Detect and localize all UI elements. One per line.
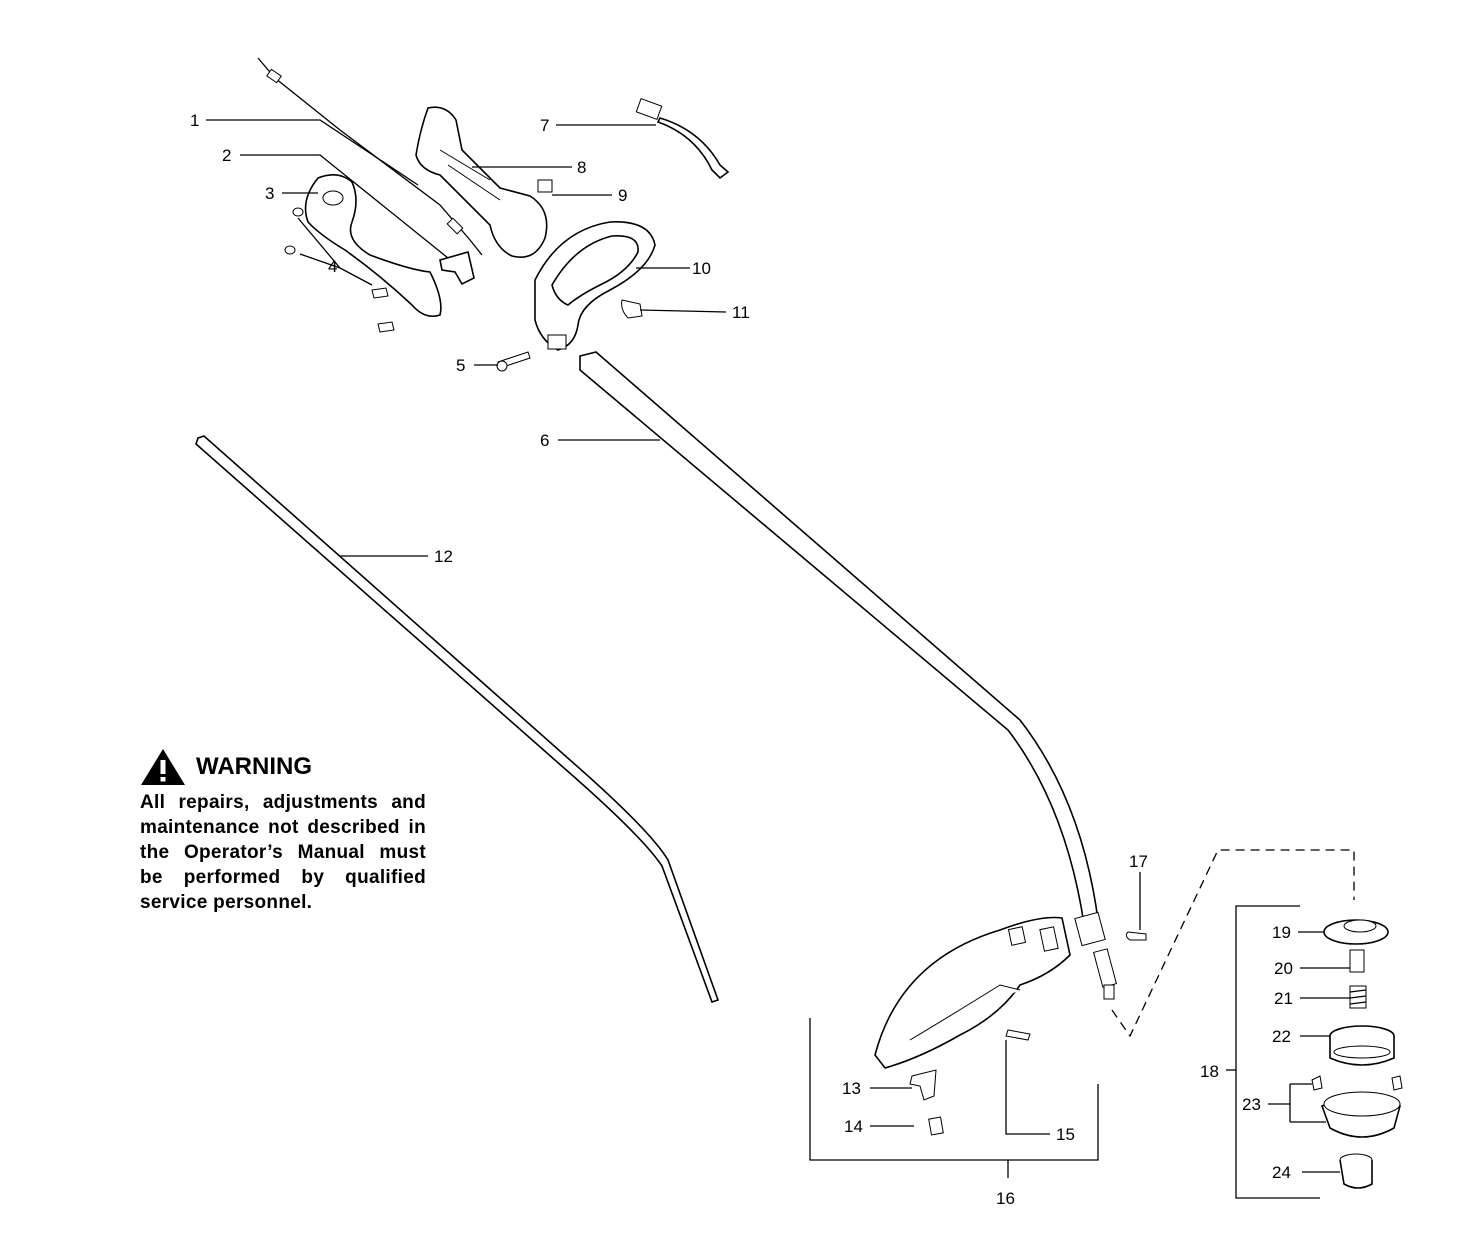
part-20-shaft: [1349, 949, 1365, 973]
part-10-loop-handle: [534, 221, 656, 351]
part-13-blade: [909, 1069, 937, 1101]
callout-21: 21: [1274, 989, 1293, 1008]
bracket-16: [809, 1018, 1099, 1178]
warning-box: WARNING All repairs, adjustments and mai…: [140, 748, 426, 915]
callout-23: 23: [1242, 1095, 1261, 1114]
callout-2: 2: [222, 146, 231, 165]
part-1-throttle-cable: [257, 57, 483, 256]
callout-11: 11: [732, 303, 750, 322]
part-4-screws: [284, 207, 395, 333]
warning-title: WARNING: [196, 753, 312, 780]
part-6-shaft-tube: [579, 351, 1118, 1000]
part-14-clip: [928, 1116, 944, 1136]
part-22-spool: [1329, 1025, 1395, 1066]
callout-13: 13: [842, 1079, 861, 1098]
callout-16: 16: [996, 1189, 1015, 1208]
part-7-wire: [635, 98, 730, 180]
part-15-screw: [1005, 1029, 1031, 1041]
callout-14: 14: [844, 1117, 863, 1136]
part-12-drive-shaft: [195, 435, 720, 1004]
callout-1: 1: [190, 111, 199, 130]
callout-5: 5: [456, 356, 465, 375]
part-8-handle-housing: [415, 106, 548, 258]
part-23-housing: [1311, 1075, 1403, 1138]
callout-10: 10: [692, 259, 711, 278]
callout-6: 6: [540, 431, 549, 450]
callout-15: 15: [1056, 1125, 1075, 1144]
callout-20: 20: [1274, 959, 1293, 978]
callout-4: 4: [328, 257, 337, 276]
callout-18: 18: [1200, 1062, 1219, 1081]
part-11-knob: [621, 299, 643, 319]
part-24-bump-knob: [1339, 1153, 1373, 1189]
callout-7: 7: [540, 116, 549, 135]
leader-lines: [206, 119, 1350, 1173]
callout-numbers: 1 2 3 4 5 6 7 8 9 10 11 12 13 14 15 16 1…: [190, 111, 1293, 1208]
bracket-18: [1226, 905, 1320, 1199]
warning-heading: WARNING: [140, 748, 426, 786]
callout-9: 9: [618, 186, 627, 205]
part-19-cap: [1323, 919, 1389, 945]
callout-22: 22: [1272, 1027, 1291, 1046]
part-5-bolt: [496, 351, 531, 372]
warning-text: All repairs, adjustments and maintenance…: [140, 792, 426, 913]
callout-8: 8: [577, 158, 586, 177]
part-17-wing-screw: [1125, 931, 1147, 941]
assembly-dashed-connector: [1111, 849, 1355, 1038]
part-21-spring: [1349, 985, 1367, 1009]
callout-3: 3: [265, 184, 274, 203]
callout-24: 24: [1272, 1163, 1291, 1182]
part-3-handle-half: [304, 174, 442, 318]
part-9-clip: [537, 179, 553, 193]
part-16-grass-guard: [874, 916, 1071, 1069]
callout-17: 17: [1129, 852, 1148, 871]
warning-triangle-icon: [141, 749, 185, 785]
callout-12: 12: [434, 547, 453, 566]
part-2-trigger: [439, 250, 475, 286]
callout-19: 19: [1272, 923, 1291, 942]
